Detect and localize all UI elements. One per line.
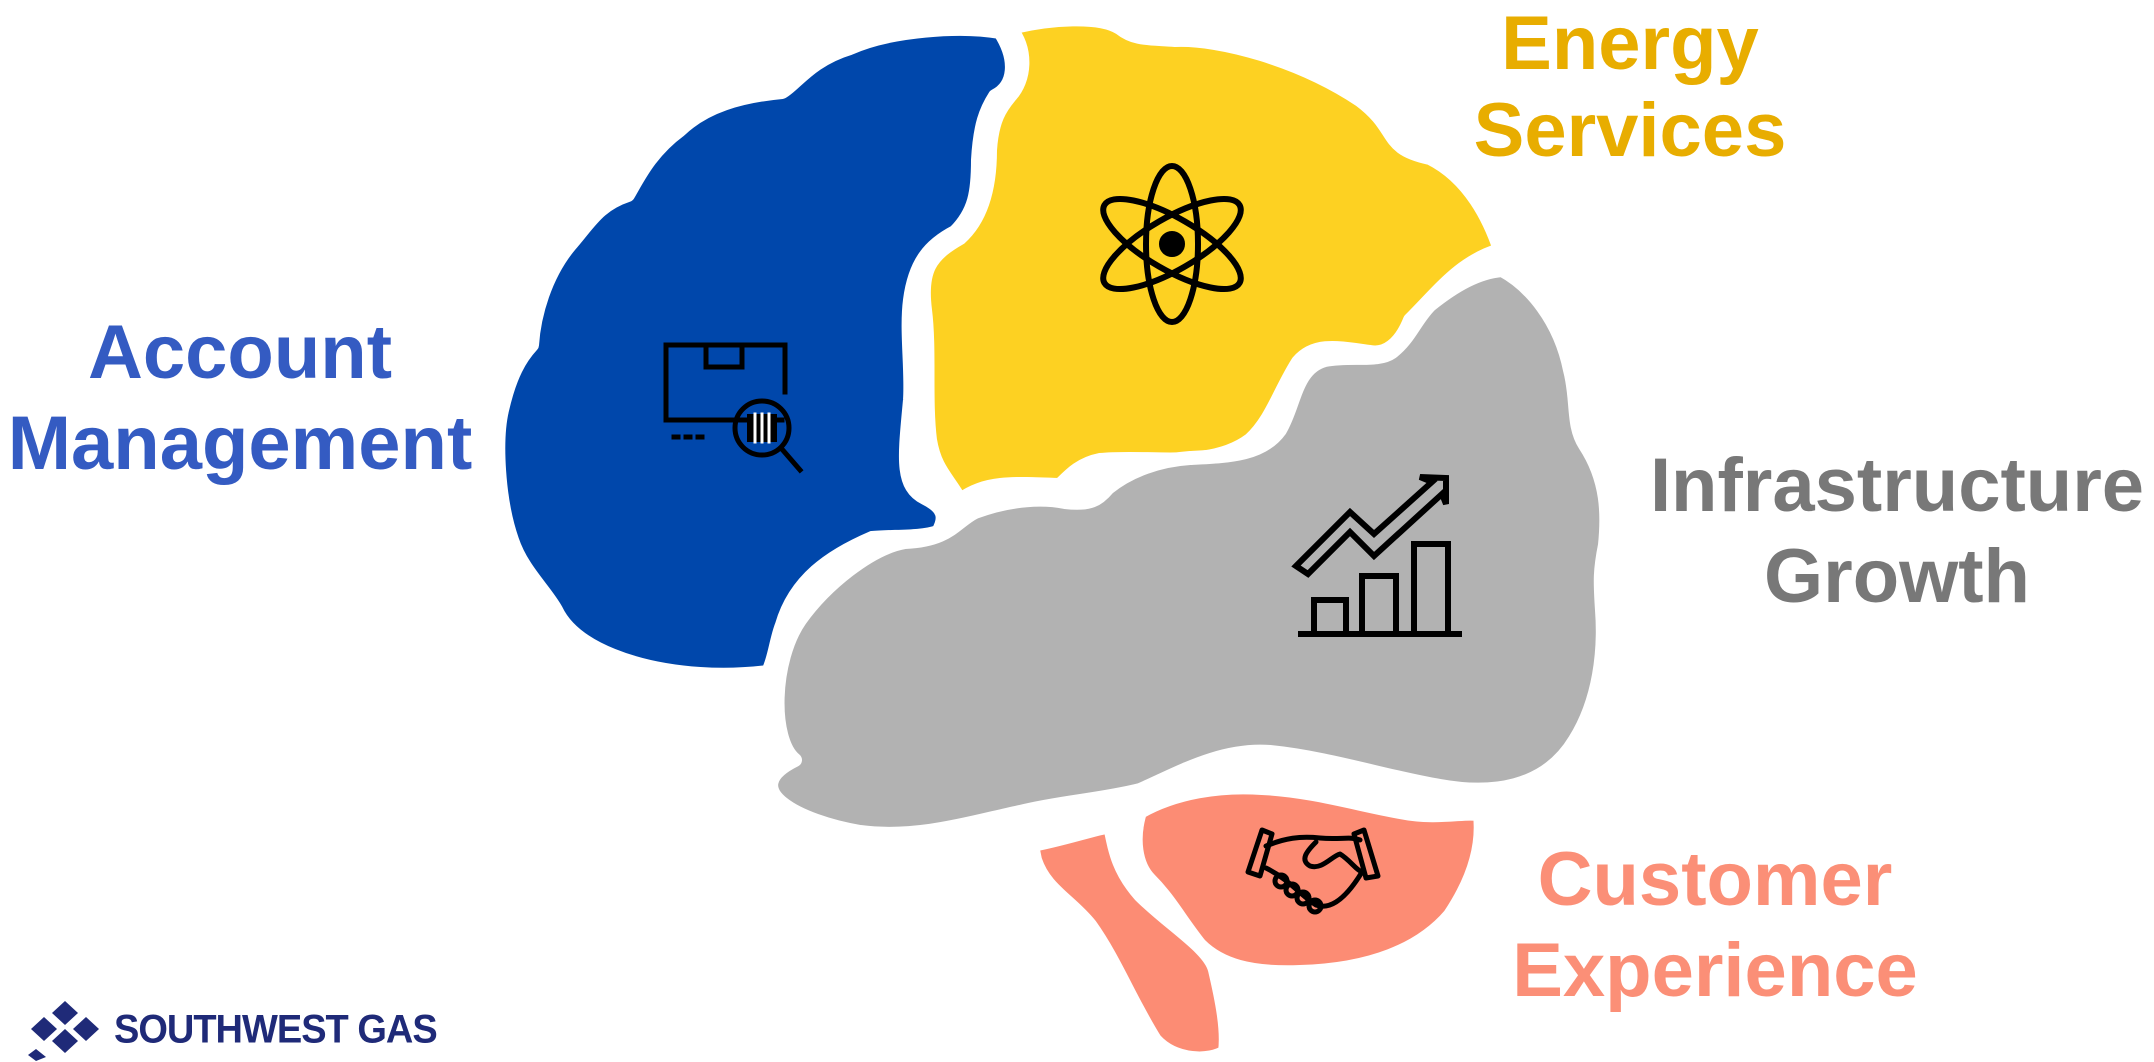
label-customer-experience: Customer Experience — [1480, 834, 1950, 1016]
inventory-search-icon — [663, 342, 804, 474]
label-line: Account — [88, 310, 392, 395]
label-line: Experience — [1512, 928, 1918, 1014]
lobe-customer — [1128, 780, 1488, 980]
lobe-energy — [916, 12, 1507, 507]
lobe-infrastructure — [764, 263, 1614, 841]
label-line: Energy — [1501, 1, 1759, 86]
label-energy-services: Energy Services — [1440, 0, 1820, 175]
label-line: Management — [7, 401, 473, 487]
label-infrastructure-growth: Infrastructure Growth — [1640, 440, 2154, 622]
lobe-account — [491, 21, 1019, 682]
logo-mark-icon — [28, 1001, 99, 1061]
brain-stem — [1025, 819, 1233, 1062]
company-logo: SOUTHWEST GAS — [26, 998, 438, 1062]
logo-text: SOUTHWEST GAS — [114, 1007, 438, 1052]
growth-chart-icon — [1291, 474, 1462, 637]
label-account-management: Account Management — [0, 307, 480, 489]
atom-icon — [1100, 163, 1244, 325]
handshake-icon — [1245, 827, 1381, 915]
label-line: Growth — [1764, 534, 2030, 620]
label-line: Infrastructure — [1649, 443, 2145, 528]
label-line: Customer — [1537, 837, 1893, 922]
label-line: Services — [1473, 88, 1787, 174]
